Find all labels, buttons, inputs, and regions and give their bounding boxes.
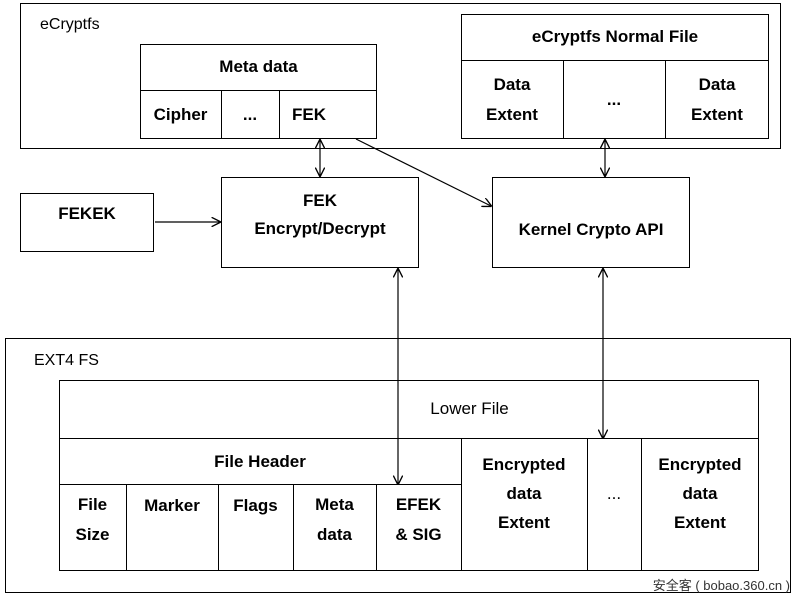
file-header-sep-4 (376, 484, 377, 571)
ext4-label: EXT4 FS (34, 352, 99, 369)
normal-file-sep-1 (563, 60, 564, 139)
file-header-divider (59, 484, 461, 485)
meta-data-block (140, 44, 377, 139)
meta-data-cipher: Cipher (153, 104, 208, 124)
normal-file-title: eCryptfs Normal File (531, 27, 699, 46)
file-header-meta-data: Meta data (315, 495, 354, 544)
extent-sep-2 (641, 438, 642, 571)
kernel-crypto-api-label: Kernel Crypto API (518, 220, 664, 239)
fekek-label: FEKEK (58, 204, 116, 223)
meta-data-fek: FEK (292, 104, 326, 124)
file-header-flags: Flags (233, 496, 278, 515)
lower-file-block (59, 380, 759, 571)
watermark: 安全客 ( bobao.360.cn ) (652, 578, 790, 593)
normal-file-data-extent-2: Data Extent (691, 74, 743, 124)
fekek-box (20, 193, 154, 252)
file-header-sep-2 (218, 484, 219, 571)
file-header-end (461, 438, 462, 571)
meta-data-sep-2 (279, 90, 280, 139)
normal-file-ellipsis: ... (606, 89, 622, 109)
encrypted-extent-1: Encrypted data Extent (482, 454, 566, 532)
file-header-marker: Marker (144, 496, 200, 515)
file-header-efek-sig: EFEK & SIG (395, 495, 442, 544)
encrypted-extent-2: Encrypted data Extent (658, 454, 742, 532)
meta-data-ellipsis: ... (242, 104, 258, 124)
meta-data-sep-1 (221, 90, 222, 139)
file-header-title: File Header (214, 452, 306, 471)
meta-data-divider (140, 90, 377, 91)
normal-file-data-extent-1: Data Extent (486, 74, 538, 124)
file-header-file-size: File Size (75, 495, 110, 544)
file-header-sep-1 (126, 484, 127, 571)
normal-file-block (461, 14, 769, 139)
lower-file-title: Lower File (430, 399, 509, 418)
extent-sep-1 (587, 438, 588, 571)
ecryptfs-label: eCryptfs (40, 16, 100, 33)
encrypted-extent-ellipsis: ... (606, 484, 622, 503)
meta-data-title: Meta data (219, 57, 298, 76)
normal-file-divider (461, 60, 769, 61)
file-header-sep-3 (293, 484, 294, 571)
lower-file-divider (59, 438, 759, 439)
kernel-crypto-api-box (492, 177, 690, 268)
fek-encrypt-decrypt-label: FEK Encrypt/Decrypt (254, 191, 386, 238)
normal-file-sep-2 (665, 60, 666, 139)
